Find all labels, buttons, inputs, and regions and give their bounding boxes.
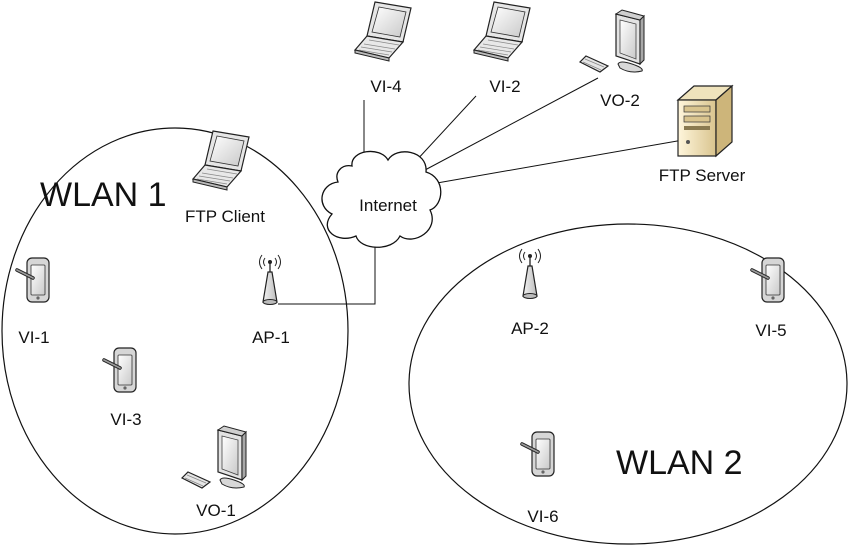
wlan2-boundary (408, 223, 848, 545)
vi3-tablet[interactable]: VI-3 (102, 346, 142, 429)
ap2-label: AP-2 (511, 319, 549, 338)
vo1-label: VO-1 (196, 501, 236, 520)
internet-label: Internet (359, 196, 417, 215)
ap1-label: AP-1 (252, 328, 290, 347)
link-internet-vi2 (414, 95, 477, 163)
vi4-label: VI-4 (370, 77, 401, 96)
tablet-icon (102, 346, 138, 394)
access-point-icon (518, 248, 542, 300)
vo2-label: VO-2 (600, 91, 640, 110)
vi3-label: VI-3 (110, 410, 141, 429)
ap1-access-point[interactable]: AP-1 (252, 254, 290, 347)
link-internet-ap1 (278, 245, 376, 305)
vi5-label: VI-5 (755, 321, 786, 340)
ftp-client-laptop[interactable]: FTP Client (185, 130, 265, 226)
internet-cloud: Internet (321, 150, 442, 248)
wlan1-title: WLAN 1 (40, 176, 167, 214)
ap2-access-point[interactable]: AP-2 (511, 248, 549, 338)
vi5-tablet[interactable]: VI-5 (750, 256, 787, 340)
server-icon (677, 85, 733, 157)
laptop-icon (473, 1, 531, 62)
tablet-icon (750, 256, 786, 304)
vi4-laptop[interactable]: VI-4 (354, 1, 412, 96)
laptop-icon (354, 1, 412, 62)
access-point-icon (258, 254, 282, 306)
ftp-client-label: FTP Client (185, 207, 265, 226)
vi2-label: VI-2 (489, 77, 520, 96)
vi6-label: VI-6 (527, 507, 558, 526)
vi6-tablet[interactable]: VI-6 (520, 430, 559, 526)
desktop-icon (579, 9, 645, 73)
wlan1-boundary (1, 127, 349, 535)
vi1-tablet[interactable]: VI-1 (15, 256, 51, 347)
tablet-icon (520, 430, 556, 478)
tablet-icon (15, 256, 51, 304)
vo2-desktop[interactable]: VO-2 (579, 9, 645, 110)
vi1-label: VI-1 (18, 328, 49, 347)
vi2-laptop[interactable]: VI-2 (473, 1, 531, 96)
ftp-server[interactable]: FTP Server (659, 85, 746, 185)
ftp-server-label: FTP Server (659, 166, 746, 185)
laptop-icon (192, 130, 250, 191)
desktop-icon (181, 425, 247, 489)
vo1-desktop[interactable]: VO-1 (181, 425, 247, 520)
link-internet-ftp-server (436, 139, 684, 184)
wlan2-title: WLAN 2 (616, 444, 743, 482)
link-internet-vo2 (424, 77, 599, 171)
